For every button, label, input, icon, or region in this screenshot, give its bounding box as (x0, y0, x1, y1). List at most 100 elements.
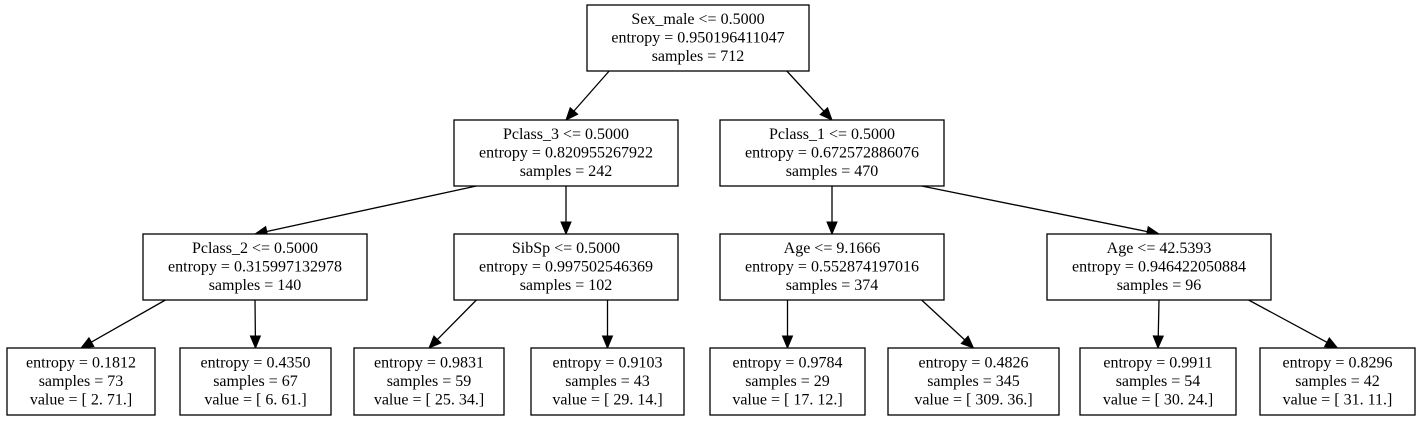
node-text-line: value = [ 2. 71.] (30, 392, 132, 409)
node-box (353, 347, 505, 416)
arrowhead-icon (428, 335, 442, 349)
arrowhead-icon (601, 335, 614, 350)
edge-n2-n22 (921, 185, 1161, 238)
edge-n22-l7 (1152, 299, 1165, 350)
node-box (1046, 233, 1272, 301)
node-box (6, 347, 156, 416)
arrowhead-icon (560, 221, 572, 236)
node-text-line: Age <= 42.5393 (1107, 240, 1212, 257)
edge-line (1248, 299, 1328, 343)
node-box (709, 347, 866, 416)
split-node-n1: Pclass_3 <= 0.5000 entropy = 0.8209552679… (453, 119, 679, 187)
arrowhead-icon (1152, 335, 1165, 350)
edge-n22-l8 (1248, 299, 1339, 349)
node-box (142, 233, 368, 301)
edge-line (921, 185, 1148, 233)
arrowhead-icon (819, 106, 833, 121)
node-box (453, 233, 679, 301)
node-box (887, 347, 1060, 416)
edge-n12-l3 (428, 299, 477, 349)
node-text-line: samples = 242 (520, 163, 613, 180)
node-text-line: samples = 43 (565, 373, 650, 390)
node-box (179, 347, 332, 416)
node-text-line: entropy = 0.950196411047 (611, 30, 784, 47)
edge-n2-n21 (826, 186, 838, 236)
edge-line (266, 185, 477, 233)
edge-line (1157, 299, 1160, 337)
node-text-line: samples = 374 (786, 277, 879, 294)
edge-n1-n12 (560, 186, 572, 236)
node-text-line: value = [ 6. 61.] (204, 392, 306, 409)
node-text-line: entropy = 0.672572886076 (745, 145, 919, 162)
node-text-line: samples = 42 (1295, 373, 1380, 390)
arrowhead-icon (960, 335, 975, 349)
edge-n21-l5 (781, 300, 794, 350)
node-text-line: value = [ 29. 14.] (552, 392, 662, 409)
edge-line (436, 299, 477, 340)
node-text-line: samples = 59 (387, 373, 472, 390)
node-box (453, 119, 679, 187)
node-box (530, 347, 685, 416)
node-text-line: entropy = 0.4826 (919, 355, 1029, 372)
node-text-line: entropy = 0.4350 (201, 355, 311, 372)
node-text-line: samples = 67 (213, 373, 298, 390)
edge-n11-l1 (79, 299, 166, 349)
node-text-line: samples = 54 (1116, 373, 1201, 390)
edge-root-n2 (786, 70, 833, 121)
node-text-line: value = [ 309. 36.] (914, 392, 1032, 409)
arrowhead-icon (826, 221, 838, 236)
node-text-line: value = [ 30. 24.] (1103, 392, 1213, 409)
split-node-root: Sex_male <= 0.5000 entropy = 0.9501964110… (586, 4, 810, 72)
edge-line (921, 299, 966, 341)
node-text-line: Pclass_3 <= 0.5000 (503, 126, 629, 143)
split-node-n21: Age <= 9.1666 entropy = 0.552874197016sam… (719, 233, 945, 301)
node-text-line: Age <= 9.1666 (784, 240, 881, 257)
node-text-line: entropy = 0.1812 (26, 355, 136, 372)
node-text-line: Pclass_1 <= 0.5000 (769, 126, 895, 143)
node-text-line: entropy = 0.9911 (1103, 355, 1212, 372)
split-node-n22: Age <= 42.5393 entropy = 0.946422050884sa… (1046, 233, 1272, 301)
edge-line (786, 70, 825, 112)
node-text-line: entropy = 0.9784 (733, 355, 843, 372)
split-node-n2: Pclass_1 <= 0.5000 entropy = 0.6725728860… (719, 119, 945, 187)
edge-line (573, 70, 610, 112)
node-text-line: entropy = 0.315997132978 (168, 259, 342, 276)
node-box (719, 119, 945, 187)
node-box (1259, 347, 1416, 416)
node-text-line: entropy = 0.946422050884 (1072, 259, 1246, 276)
node-text-line: samples = 102 (520, 277, 613, 294)
node-box (586, 4, 810, 72)
node-box (1079, 347, 1237, 416)
arrowhead-icon (565, 106, 579, 121)
node-text-line: samples = 345 (927, 373, 1020, 390)
node-text-line: samples = 712 (652, 48, 745, 65)
node-text-line: value = [ 17. 12.] (732, 392, 842, 409)
node-text-line: entropy = 0.997502546369 (479, 259, 653, 276)
node-text-line: Sex_male <= 0.5000 (631, 11, 764, 28)
node-text-line: value = [ 31. 11.] (1283, 392, 1393, 409)
arrowhead-icon (781, 335, 794, 350)
node-text-line: entropy = 0.820955267922 (479, 145, 653, 162)
node-text-line: entropy = 0.8296 (1283, 355, 1393, 372)
edge-n21-l6 (921, 299, 975, 349)
node-text-line: entropy = 0.552874197016 (745, 259, 919, 276)
edge-n11-l2 (249, 299, 262, 350)
node-text-line: SibSp <= 0.5000 (512, 240, 620, 257)
edge-root-n1 (565, 70, 610, 121)
edge-n12-l4 (601, 300, 614, 350)
node-text-line: samples = 96 (1117, 277, 1202, 294)
arrowhead-icon (79, 336, 95, 349)
node-text-line: samples = 73 (39, 373, 124, 390)
edge-n1-n11 (253, 185, 477, 237)
node-text-line: entropy = 0.9103 (553, 355, 663, 372)
split-node-n12: SibSp <= 0.5000 entropy = 0.997502546369s… (453, 233, 679, 301)
arrowhead-icon (249, 335, 262, 350)
